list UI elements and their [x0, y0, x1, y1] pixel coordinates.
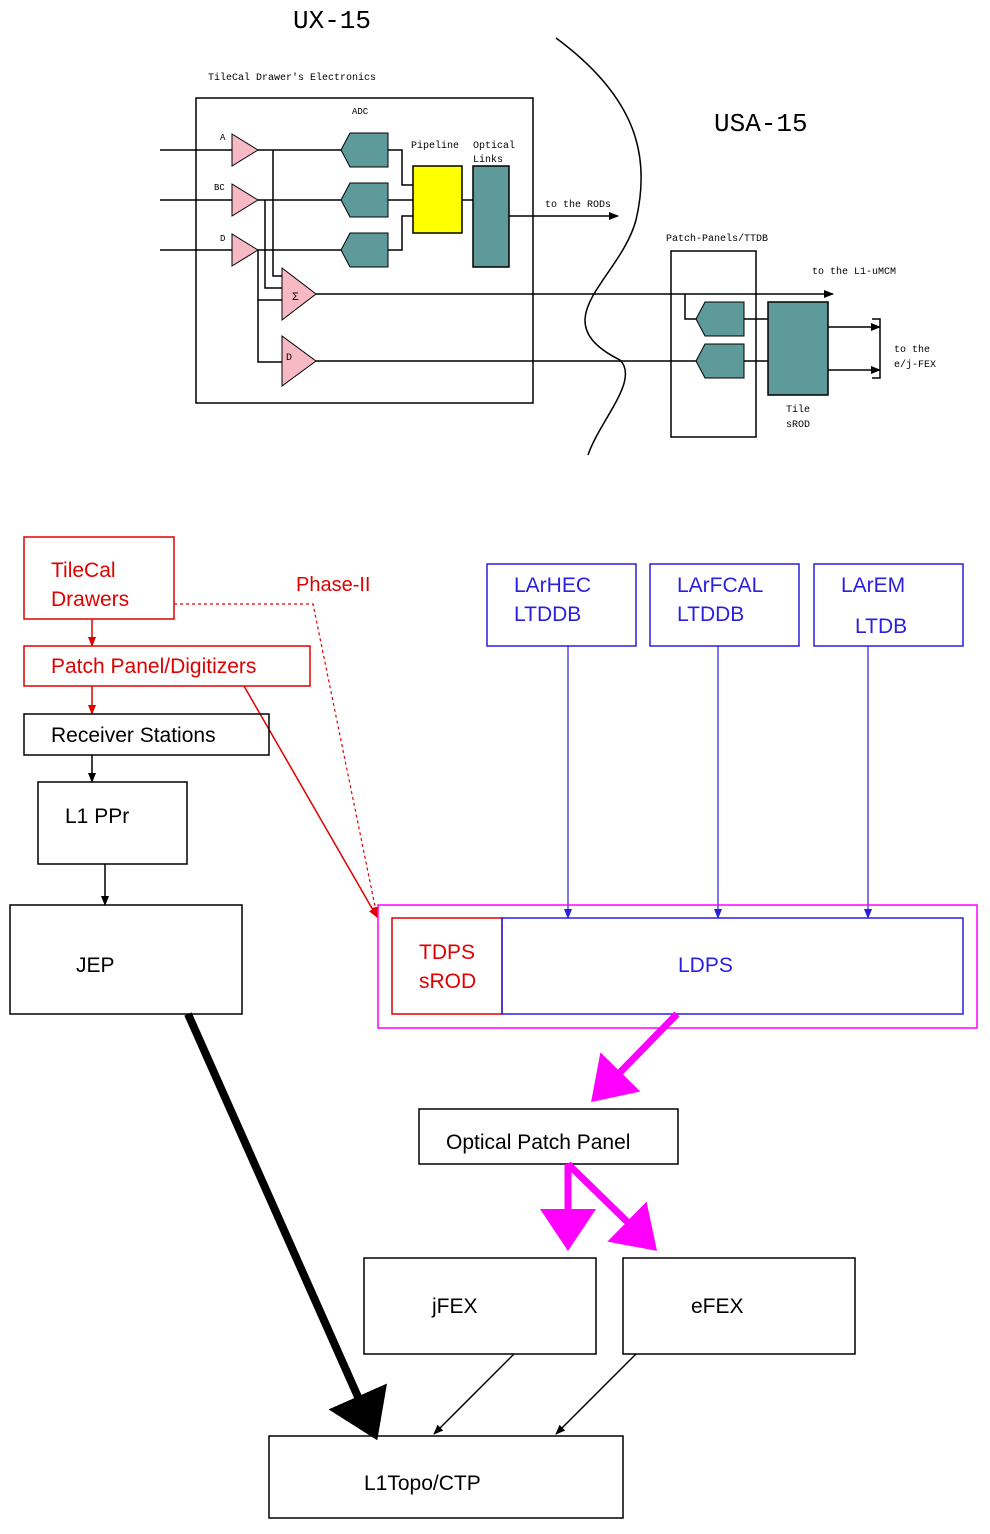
larhec-label-1: LArHEC	[514, 574, 591, 597]
efex-top-label: e/j-FEX	[894, 359, 936, 371]
channel-bc-label: BC	[214, 183, 225, 193]
arrow-optical-efex	[565, 1161, 658, 1251]
tdps-box	[391, 917, 503, 1015]
larem-label-1: LArEM	[841, 574, 905, 597]
d-amplifier	[281, 335, 317, 387]
arrow-efex-l1topo	[555, 1353, 637, 1435]
efex-label: eFEX	[691, 1295, 744, 1318]
amplifier-bc	[231, 183, 259, 217]
larfcal-label-2: LTDDB	[677, 603, 744, 626]
tdps-label-1: TDPS	[419, 941, 475, 964]
optical-patch-panel-label: Optical Patch Panel	[446, 1131, 630, 1154]
ux15-label: UX-15	[293, 6, 371, 36]
arrow-patch-tdps	[243, 685, 378, 918]
channel-d-label: D	[220, 234, 225, 244]
larem-label-2: LTDB	[855, 615, 907, 638]
tdps-label-2: sROD	[419, 970, 476, 993]
pipeline-label: Pipeline	[411, 140, 459, 152]
l1ppr-label: L1 PPr	[65, 805, 129, 828]
adc-3	[340, 232, 389, 268]
d-symbol: D	[286, 353, 292, 364]
wire-adc3-pipe	[388, 215, 413, 251]
cavern-wall-curve	[555, 37, 642, 456]
adc-2	[340, 182, 389, 218]
bottom-flowchart: TileCal Drawers Phase-II Patch Panel/Dig…	[9, 536, 978, 1519]
ldps-box	[501, 917, 964, 1015]
dps-outer-box	[377, 904, 978, 1029]
jfex-label: jFEX	[431, 1295, 478, 1318]
pipeline-box	[412, 165, 463, 234]
channel-a-label: A	[220, 133, 226, 143]
l1topo-box	[268, 1435, 624, 1519]
jfex-box	[363, 1257, 597, 1355]
optical-label-2: Links	[473, 154, 503, 166]
optical-patch-panel-box	[418, 1108, 679, 1165]
tilecal-drawers-box	[23, 536, 175, 620]
receiver-label: Receiver Stations	[51, 724, 216, 747]
arrow-ldps-optical	[591, 1011, 680, 1103]
wire-adc1-pipe	[388, 149, 413, 186]
jep-box	[9, 904, 243, 1015]
patch-adc-1	[695, 301, 745, 337]
patch-ttdb-label: Patch-Panels/TTDB	[666, 233, 768, 245]
larfcal-label-1: LArFCAL	[677, 574, 763, 597]
amplifier-a	[231, 133, 259, 167]
efex-box	[622, 1257, 856, 1355]
l1ppr-box	[37, 781, 188, 865]
jep-label: JEP	[76, 954, 115, 977]
larfcal-box	[649, 563, 800, 647]
patch-digitizers-label: Patch Panel/Digitizers	[51, 655, 256, 678]
l1topo-label: L1Topo/CTP	[364, 1472, 481, 1495]
larhec-label-2: LTDDB	[514, 603, 581, 626]
receiver-box	[23, 713, 270, 756]
to-rods-label: to the RODs	[545, 199, 611, 211]
to-the-label: to the	[894, 344, 930, 356]
larhec-box	[486, 563, 637, 647]
sum-amplifier	[281, 266, 317, 322]
tap-d2	[257, 300, 282, 363]
patch-adc-2	[695, 343, 745, 379]
larem-box	[813, 563, 964, 647]
top-schematic: UX-15 USA-15 TileCal Drawer's Electronic…	[160, 6, 936, 456]
patch-digitizers-box	[23, 645, 311, 687]
sum-symbol: Σ	[292, 291, 299, 303]
tap-d	[257, 250, 282, 301]
tilecal-label-1: TileCal	[51, 559, 116, 582]
amplifier-d	[231, 233, 259, 267]
tile-srod-box	[767, 301, 829, 396]
srod-label: sROD	[786, 420, 810, 431]
drawer-title: TileCal Drawer's Electronics	[208, 72, 376, 84]
phase2-dotted-line	[174, 603, 380, 917]
adc-1	[340, 132, 389, 168]
tilecal-label-2: Drawers	[51, 588, 129, 611]
tile-label: Tile	[786, 404, 810, 416]
optical-label-1: Optical	[473, 140, 515, 152]
tap-a	[272, 150, 282, 277]
arrow-jep-l1topo	[184, 1012, 388, 1441]
output-bracket	[872, 318, 881, 379]
to-l1-label: to the L1-uMCM	[812, 266, 896, 278]
tap-to-patch	[684, 294, 696, 320]
optical-links-box	[472, 165, 510, 268]
usa15-label: USA-15	[714, 109, 808, 139]
ldps-label: LDPS	[678, 954, 733, 977]
tap-bc	[264, 200, 282, 289]
adc-label: ADC	[352, 107, 369, 117]
patch-panel-box	[670, 250, 757, 438]
arrow-jfex-l1topo	[433, 1353, 515, 1435]
phase2-label: Phase-II	[296, 574, 370, 596]
